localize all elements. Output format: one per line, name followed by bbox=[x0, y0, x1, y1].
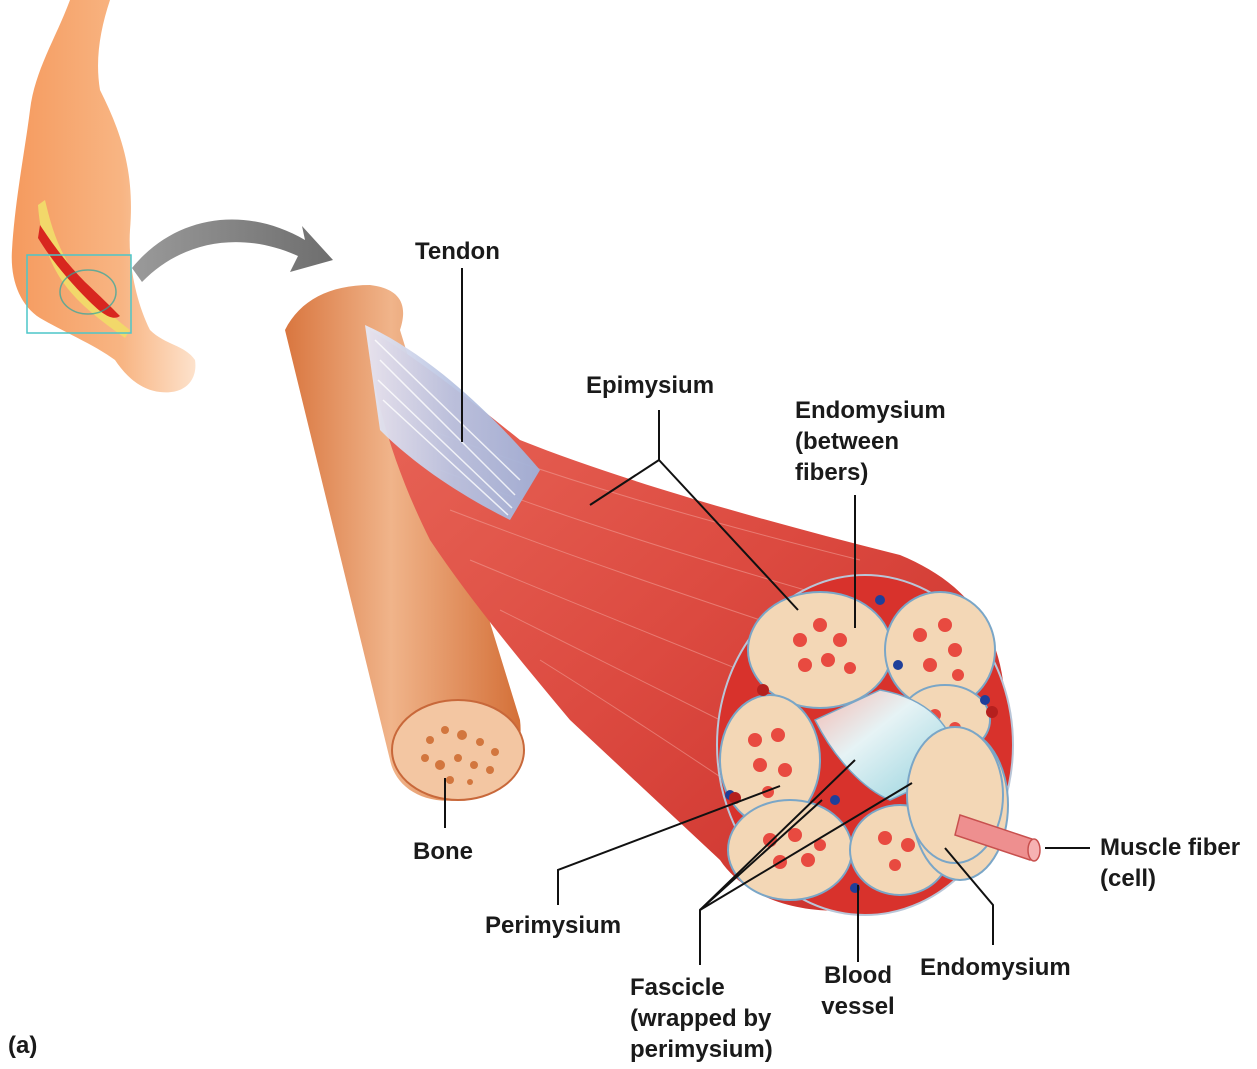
label-line: (wrapped by bbox=[630, 1003, 773, 1034]
label-fascicle: Fascicle (wrapped by perimysium) bbox=[630, 972, 773, 1065]
label-line: (cell) bbox=[1100, 863, 1240, 894]
panel-label: (a) bbox=[8, 1030, 37, 1061]
label-endomysium: Endomysium bbox=[920, 952, 1071, 983]
label-muscle-fiber: Muscle fiber (cell) bbox=[1100, 832, 1240, 894]
label-tendon: Tendon bbox=[415, 236, 500, 267]
label-line: (between bbox=[795, 426, 946, 457]
label-endomysium-between-fibers: Endomysium (between fibers) bbox=[795, 395, 946, 488]
label-line: vessel bbox=[812, 991, 904, 1022]
muscle-cross-section bbox=[717, 575, 1040, 915]
zoom-arrow bbox=[132, 219, 333, 282]
label-bone: Bone bbox=[413, 836, 473, 867]
label-perimysium: Perimysium bbox=[485, 910, 621, 941]
label-blood-vessel: Blood vessel bbox=[812, 960, 904, 1022]
label-line: Blood bbox=[812, 960, 904, 991]
arm-illustration bbox=[12, 0, 196, 392]
label-line: Endomysium bbox=[795, 395, 946, 426]
label-line: perimysium) bbox=[630, 1034, 773, 1065]
label-line: Fascicle bbox=[630, 972, 773, 1003]
label-line: Muscle fiber bbox=[1100, 832, 1240, 863]
label-line: fibers) bbox=[795, 457, 946, 488]
label-epimysium: Epimysium bbox=[586, 370, 714, 401]
